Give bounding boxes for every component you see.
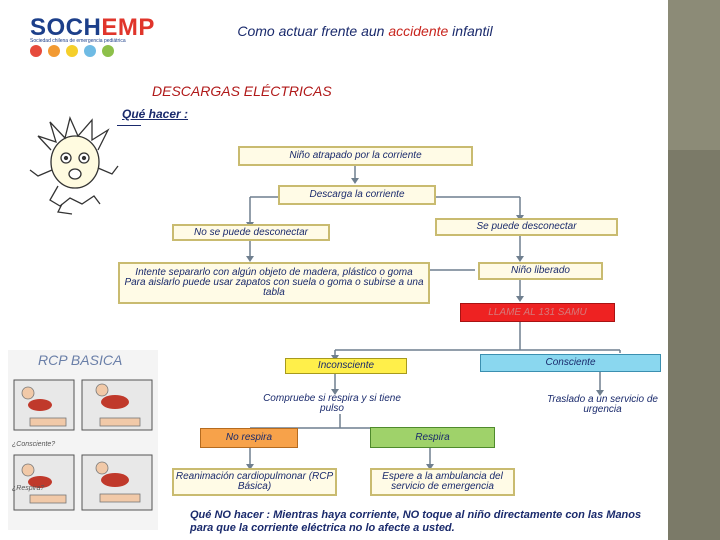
section-title: DESCARGAS ELÉCTRICAS (152, 83, 332, 99)
title-after: infantil (448, 23, 493, 39)
box-consciente: Consciente (480, 354, 661, 372)
logo-dot-red (30, 45, 42, 57)
box-traslado: Traslado a un servicio de urgencia (547, 394, 658, 415)
logo-part1: SOCH (30, 14, 102, 41)
logo-part2: EMP (101, 14, 155, 41)
box-espere-ambulancia: Espere a la ambulancia del servicio de e… (370, 468, 515, 496)
box-no-desconectar: No se puede desconectar (172, 224, 330, 241)
box-descarga: Descarga la corriente (278, 185, 436, 205)
logo-dot-yellow (66, 45, 78, 57)
right-sidebar-top (668, 0, 720, 150)
logo-dot-orange (48, 45, 60, 57)
bottom-note: Qué NO hacer : Mientras haya corriente, … (190, 509, 642, 534)
sochemp-logo: SOCHEMP (30, 14, 155, 42)
box-nino-liberado: Niño liberado (478, 262, 603, 280)
subheading-underline (117, 125, 141, 126)
box-intente-separar: Intente separarlo con algún objeto de ma… (118, 262, 430, 304)
box-compruebe: Compruebe si respira y si tiene pulso (263, 393, 401, 414)
logo-dot-green (102, 45, 114, 57)
box-reanimacion: Reanimación cardiopulmonar (RCP Básica) (172, 468, 337, 496)
box-no-respira: No respira (200, 428, 298, 448)
title-accent: accidente (388, 23, 449, 39)
rcp-label-consciente: ¿Consciente? (12, 441, 56, 448)
rcp-label-respira: ¿Respira? (12, 485, 45, 492)
page-title: Como actuar frente aun accidente infanti… (180, 23, 550, 39)
box-si-desconectar: Se puede desconectar (435, 218, 618, 236)
logo-dots (30, 44, 140, 60)
title-before: Como actuar frente aun (237, 23, 389, 39)
electrocuted-child-illustration (29, 116, 119, 215)
box-inconsciente: Inconsciente (285, 358, 407, 374)
logo-dot-blue (84, 45, 96, 57)
box-nino-atrapado: Niño atrapado por la corriente (238, 146, 473, 166)
rcp-panel-title: RCP BASICA (38, 352, 123, 368)
box-respira: Respira (370, 427, 495, 448)
box-llame-samu: LLAME AL 131 SAMU (460, 303, 615, 322)
logo-subtitle: Sociedad chilena de emergencia pediátric… (30, 38, 126, 44)
subheading: Qué hacer : (122, 107, 189, 121)
